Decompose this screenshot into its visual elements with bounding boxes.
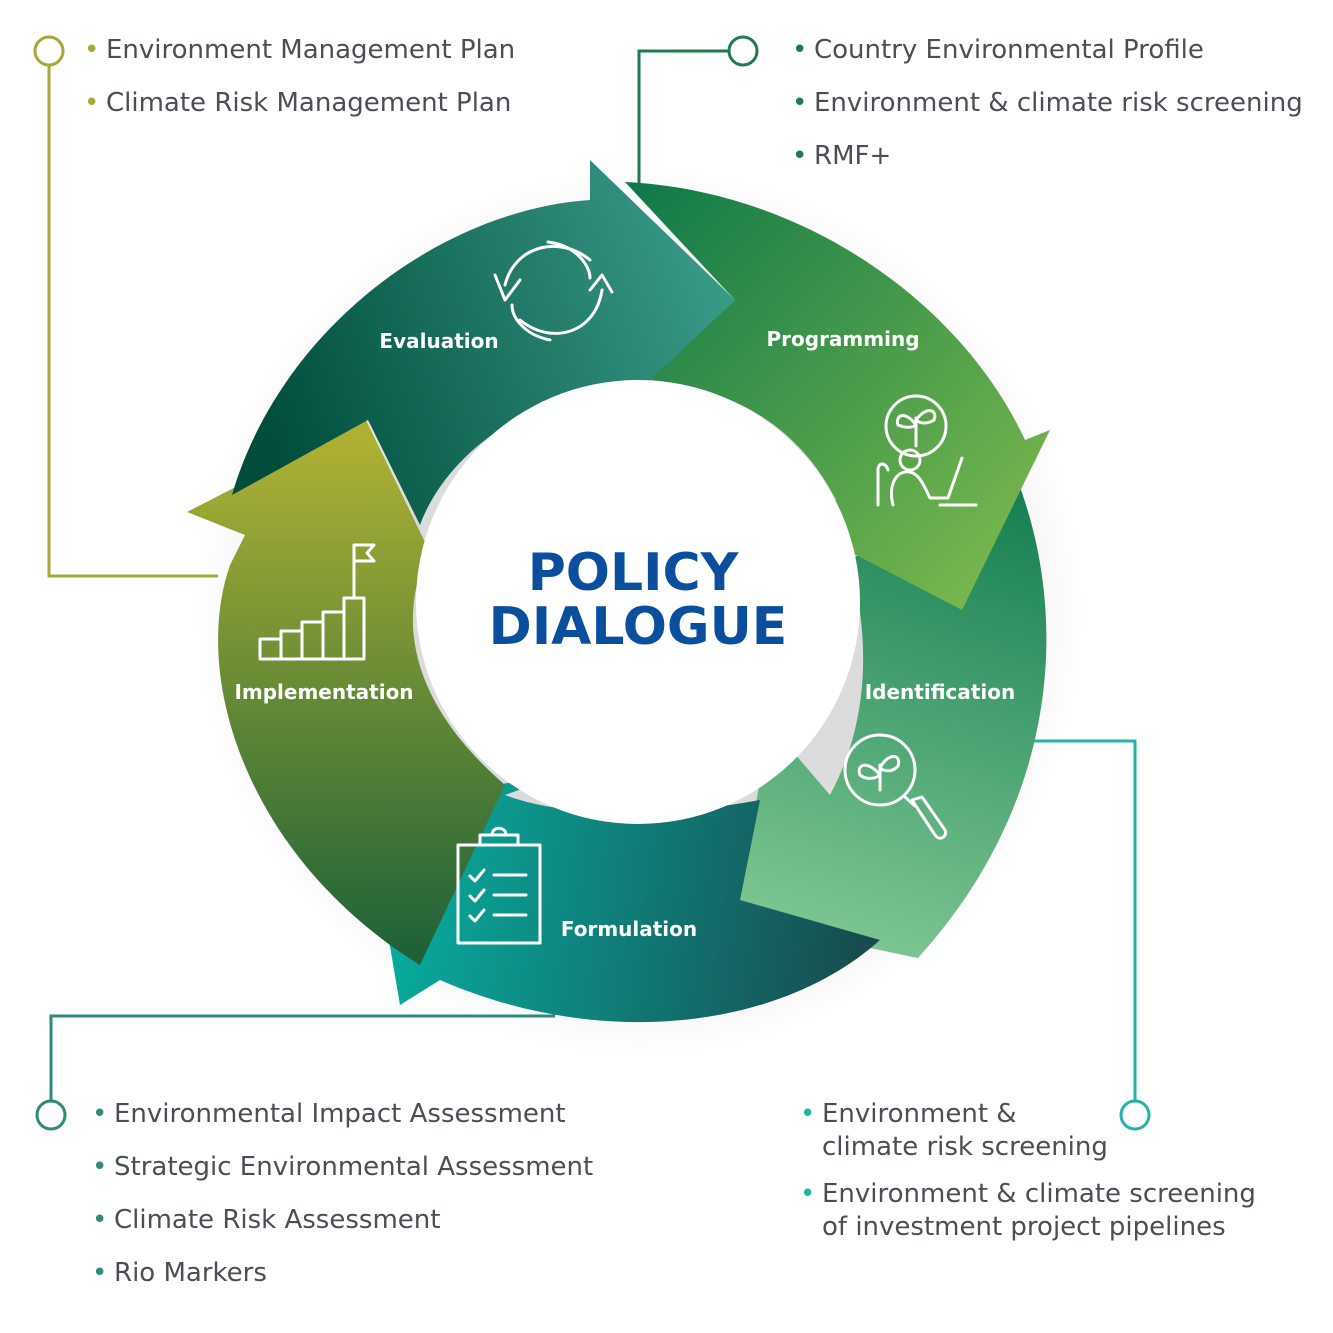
connector-top-right-node	[727, 35, 759, 67]
segment-evaluation	[232, 160, 735, 525]
bullet-icon: •	[792, 141, 808, 171]
bullet-icon: •	[92, 1152, 108, 1182]
list-item: •Country Environmental Profile	[792, 35, 1204, 65]
list-item: •Environmental Impact Assessment	[92, 1099, 566, 1129]
list-item: •Environment Management Plan	[84, 35, 516, 65]
clipboard-checklist-icon	[456, 826, 542, 945]
bullet-icon: •	[84, 88, 100, 118]
bullet-icon: •	[84, 35, 100, 65]
bullet-icon: •	[792, 88, 808, 118]
connector-top-left-node	[33, 35, 65, 67]
person-laptop-plant-icon	[876, 394, 978, 507]
phase-label-formulation: Formulation	[561, 917, 697, 941]
list-top-left: •Environment Management Plan •Climate Ri…	[84, 34, 515, 140]
phase-label-identification: Identification	[865, 680, 1016, 704]
bullet-icon: •	[92, 1099, 108, 1129]
center-hole	[416, 380, 860, 824]
center-title-line1: POLICY	[528, 543, 740, 603]
bullet-icon: •	[792, 35, 808, 65]
magnifier-plant-icon	[843, 733, 948, 840]
bullet-icon: •	[800, 1179, 816, 1209]
connector-top-left	[47, 64, 218, 578]
list-item: •Climate Risk Assessment	[92, 1205, 441, 1235]
center-title-line2: DIALOGUE	[489, 597, 788, 657]
list-item: •Environment & climate risk screening	[792, 88, 1303, 118]
list-item: •Rio Markers	[92, 1258, 267, 1288]
list-item: •Environment &climate risk screening	[800, 1099, 1108, 1162]
connector-top-right	[637, 49, 728, 188]
list-item: •Strategic Environmental Assessment	[92, 1152, 594, 1182]
segment-formulation	[366, 775, 880, 1023]
bullet-icon: •	[800, 1099, 816, 1129]
connector-bottom-right-node	[1119, 1099, 1151, 1131]
segment-programming	[625, 182, 1050, 610]
list-bottom-right: •Environment &climate risk screening •En…	[800, 1098, 1256, 1258]
phase-label-evaluation: Evaluation	[379, 329, 498, 353]
list-item: •RMF+	[792, 141, 892, 171]
bar-chart-flag-icon	[258, 543, 376, 661]
list-item: •Climate Risk Management Plan	[84, 88, 512, 118]
connector-bottom-right	[1033, 739, 1137, 1100]
list-top-right: •Country Environmental Profile •Environm…	[792, 34, 1303, 193]
refresh-arrows-icon	[493, 240, 614, 342]
list-bottom-left: •Environmental Impact Assessment •Strate…	[92, 1098, 593, 1310]
connector-bottom-left	[49, 1014, 555, 1101]
bullet-icon: •	[92, 1205, 108, 1235]
phase-label-programming: Programming	[766, 327, 919, 351]
connector-bottom-left-node	[35, 1099, 67, 1131]
bullet-icon: •	[92, 1258, 108, 1288]
phase-label-implementation: Implementation	[234, 680, 413, 704]
